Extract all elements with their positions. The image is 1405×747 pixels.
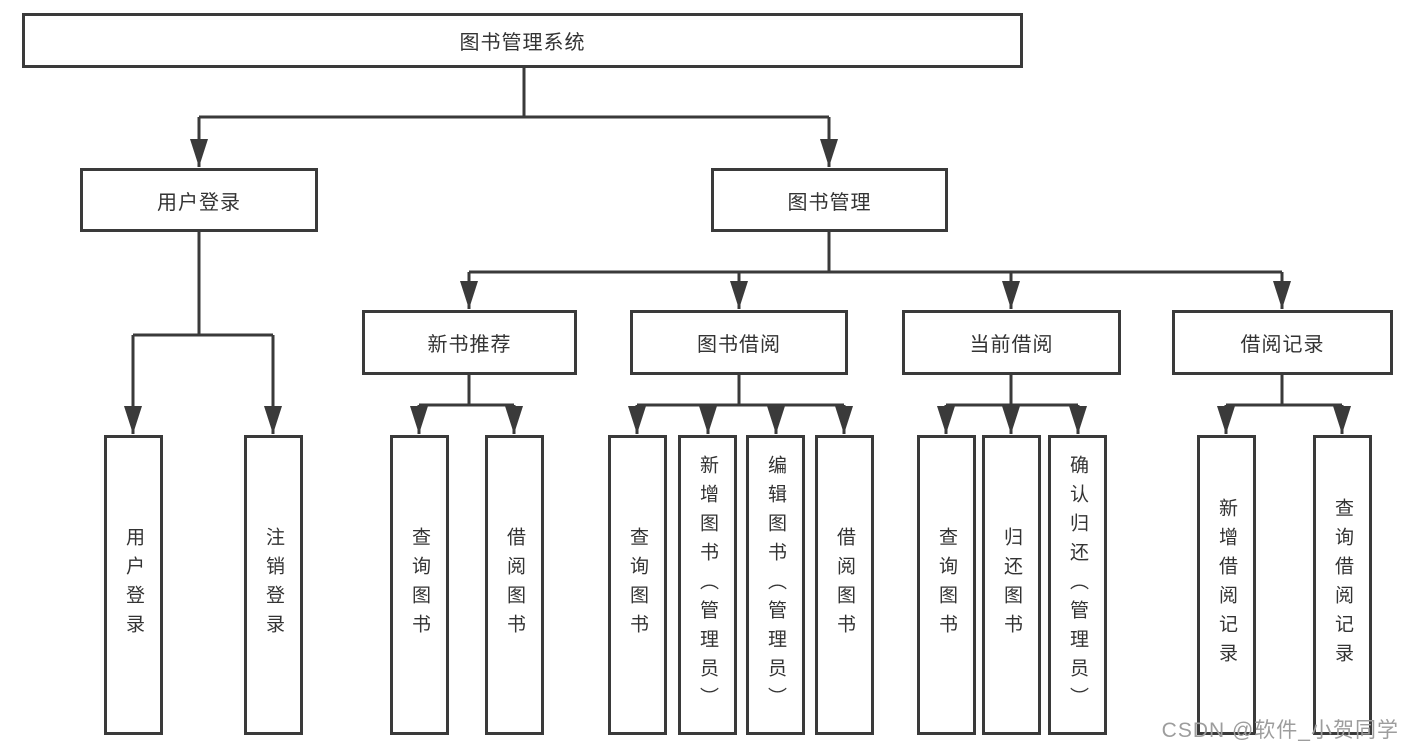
- leaf-add-borrow-record: 新增借阅记录: [1197, 435, 1256, 735]
- node-user-login: 用户登录: [80, 168, 318, 232]
- leaf-query-borrow-record-label: 查询借阅记录: [1332, 498, 1353, 672]
- node-book-borrow-label: 图书借阅: [697, 334, 781, 356]
- leaf-query-books-recommend: 查询图书: [390, 435, 449, 735]
- node-current-borrow-label: 当前借阅: [969, 334, 1054, 356]
- node-library-system: 图书管理系统: [22, 13, 1023, 68]
- leaf-add-books-admin: 新增图书（管理员）: [678, 435, 737, 735]
- node-new-book-recommend: 新书推荐: [362, 310, 577, 375]
- leaf-borrow-books-label: 借阅图书: [834, 527, 855, 643]
- leaf-return-books: 归还图书: [982, 435, 1041, 735]
- node-new-book-recommend-label: 新书推荐: [427, 334, 512, 356]
- leaf-query-books-recommend-label: 查询图书: [409, 527, 430, 643]
- node-library-system-label: 图书管理系统: [459, 32, 586, 54]
- node-book-management: 图书管理: [711, 168, 948, 232]
- leaf-logout-label: 注销登录: [263, 527, 284, 643]
- leaf-edit-books-admin-label: 编辑图书（管理员）: [765, 454, 786, 716]
- node-book-management-label: 图书管理: [787, 191, 872, 214]
- leaf-add-books-admin-label: 新增图书（管理员）: [697, 454, 718, 716]
- csdn-watermark: CSDN @软件_小贺同学: [1161, 719, 1399, 742]
- leaf-confirm-return-admin-label: 确认归还（管理员）: [1067, 454, 1088, 716]
- leaf-add-borrow-record-label: 新增借阅记录: [1216, 498, 1237, 672]
- leaf-borrow-books-recommend-label: 借阅图书: [504, 527, 525, 643]
- leaf-query-books-borrow: 查询图书: [608, 435, 667, 735]
- node-book-borrow: 图书借阅: [630, 310, 848, 375]
- leaf-user-login: 用户登录: [104, 435, 163, 735]
- leaf-borrow-books-recommend: 借阅图书: [485, 435, 544, 735]
- leaf-edit-books-admin: 编辑图书（管理员）: [746, 435, 805, 735]
- node-user-login-label: 用户登录: [157, 191, 241, 214]
- leaf-borrow-books: 借阅图书: [815, 435, 874, 735]
- node-current-borrow: 当前借阅: [902, 310, 1121, 375]
- leaf-query-books-borrow-label: 查询图书: [627, 527, 648, 643]
- leaf-logout: 注销登录: [244, 435, 303, 735]
- leaf-query-books-current-label: 查询图书: [936, 527, 957, 643]
- leaf-user-login-label: 用户登录: [123, 527, 144, 643]
- leaf-query-books-current: 查询图书: [917, 435, 976, 735]
- leaf-return-books-label: 归还图书: [1001, 527, 1022, 643]
- node-borrow-record-label: 借阅记录: [1240, 334, 1325, 356]
- leaf-query-borrow-record: 查询借阅记录: [1313, 435, 1372, 735]
- node-borrow-record: 借阅记录: [1172, 310, 1393, 375]
- leaf-confirm-return-admin: 确认归还（管理员）: [1048, 435, 1107, 735]
